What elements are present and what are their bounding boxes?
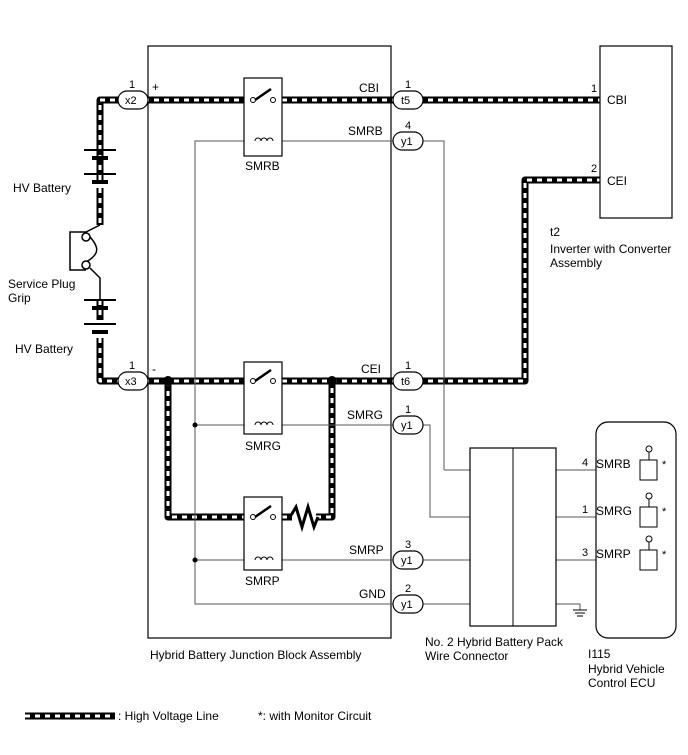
- service-plug-label-1: Service Plug: [8, 277, 75, 291]
- svg-text:3: 3: [405, 539, 411, 551]
- hv-battery-bottom-label: HV Battery: [15, 342, 73, 356]
- terminal-cei: CEI: [361, 362, 381, 376]
- svg-text:1: 1: [405, 360, 411, 372]
- signal-wires: [194, 140, 640, 610]
- ecu-name-1: Hybrid Vehicle: [588, 662, 665, 676]
- junction-block-label: Hybrid Battery Junction Block Assembly: [150, 648, 361, 662]
- inverter-pin-1-label: CBI: [607, 93, 627, 107]
- relay-smrg-label: SMRG: [245, 439, 281, 453]
- ecu-pin-smrg-mark: *: [662, 506, 667, 518]
- ecu-pin-smrp-mark: *: [662, 549, 667, 561]
- service-plug-icon: [69, 224, 101, 300]
- svg-text:y1: y1: [401, 420, 413, 432]
- junction-dot-right: [327, 376, 337, 386]
- ecu-pin-smrp-label: SMRP: [596, 547, 631, 561]
- terminal-smrp: SMRP: [349, 543, 384, 557]
- svg-text:y1: y1: [401, 599, 413, 611]
- relay-smrg: [243, 361, 283, 435]
- connector-x2: x2 1: [117, 79, 149, 110]
- hv-battery-top-label: HV Battery: [13, 181, 71, 195]
- connector-y1-smrb: y1 4: [392, 120, 424, 151]
- wire-connector-name-1: No. 2 Hybrid Battery Pack: [425, 635, 564, 649]
- ecu-box: [595, 421, 677, 639]
- relay-smrp-label: SMRP: [245, 574, 280, 588]
- terminal-smrb: SMRB: [348, 124, 383, 138]
- ecu-pin-3-num: 3: [582, 547, 588, 559]
- svg-text:y1: y1: [401, 555, 413, 567]
- junction-dot-left: [163, 376, 173, 386]
- svg-text:x2: x2: [125, 95, 137, 107]
- relay-smrp: [243, 496, 283, 571]
- ecu-pin-smrg-label: SMRG: [596, 504, 632, 518]
- ecu-pin-smrb-label: SMRB: [596, 457, 631, 471]
- svg-text:4: 4: [405, 120, 411, 132]
- ecu-monitor-circuits: [639, 445, 658, 571]
- svg-text:1: 1: [405, 404, 411, 416]
- connector-y1-smrg: y1 1: [392, 404, 424, 435]
- ecu-pin-1-num: 1: [582, 504, 588, 516]
- svg-text:x3: x3: [125, 376, 137, 388]
- svg-text:t6: t6: [401, 376, 410, 388]
- wire-connector-name-2: Wire Connector: [425, 649, 508, 663]
- ecu-pin-smrb-mark: *: [662, 459, 667, 471]
- svg-text:1: 1: [405, 79, 411, 91]
- inverter-name-2: Assembly: [550, 256, 602, 270]
- hv-battery-top-symbol: [84, 149, 116, 184]
- inverter-box: [599, 45, 673, 219]
- relay-smrb-label: SMRB: [245, 159, 280, 173]
- inverter-connector-label: t2: [550, 225, 560, 239]
- connector-y1-smrp: y1 3: [392, 539, 424, 570]
- ecu-connector-label: I115: [588, 647, 611, 661]
- connector-x3: x3 1: [117, 360, 149, 391]
- hv-battery-bottom-symbol: [84, 299, 116, 334]
- precharge-resistor: [288, 501, 320, 533]
- terminal-smrg: SMRG: [347, 408, 383, 422]
- inverter-pin-2-num: 2: [591, 163, 597, 175]
- minus-sign: -: [152, 362, 156, 376]
- inverter-name-1: Inverter with Converter: [550, 242, 671, 256]
- ground-icon: [573, 609, 587, 617]
- svg-text:t5: t5: [401, 95, 410, 107]
- svg-text:y1: y1: [401, 136, 413, 148]
- ecu-pin-4-num: 4: [582, 457, 588, 469]
- service-plug-label-2: Grip: [8, 291, 31, 305]
- connector-t5: t5 1: [392, 79, 424, 110]
- svg-text:1: 1: [129, 79, 135, 91]
- connector-t6: t6 1: [392, 360, 424, 391]
- inverter-pin-1-num: 1: [591, 83, 597, 95]
- plus-sign: +: [152, 80, 159, 94]
- ecu-name-2: Control ECU: [588, 676, 655, 690]
- svg-text:2: 2: [405, 583, 411, 595]
- legend-high-voltage-label: : High Voltage Line: [118, 709, 219, 723]
- terminal-cbi: CBI: [359, 81, 379, 95]
- connector-y1-gnd: y1 2: [392, 583, 424, 614]
- inverter-pin-2-label: CEI: [607, 174, 627, 188]
- relay-smrb: [243, 77, 283, 157]
- legend-monitor-label: *: with Monitor Circuit: [258, 709, 372, 723]
- signal-dot-smrg: [192, 422, 198, 428]
- signal-dot-smrp: [192, 557, 198, 563]
- svg-text:1: 1: [129, 360, 135, 372]
- terminal-gnd: GND: [359, 587, 386, 601]
